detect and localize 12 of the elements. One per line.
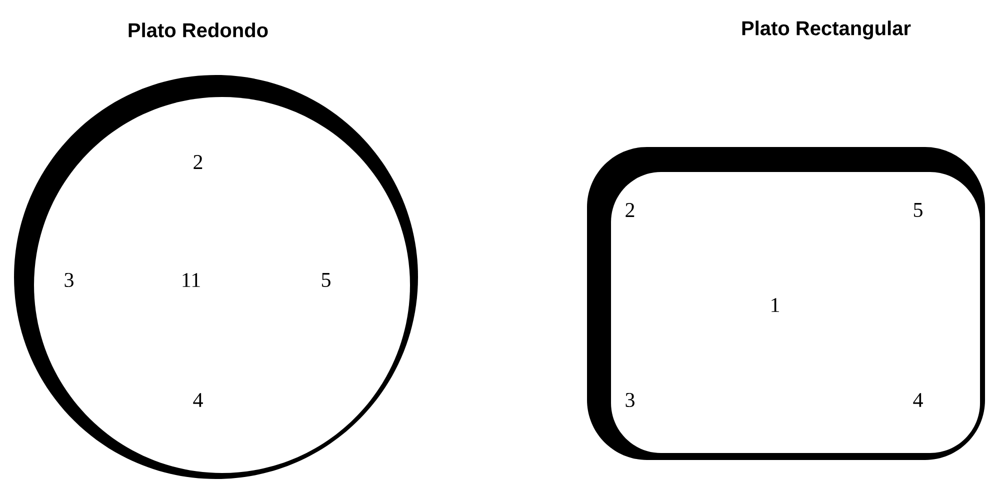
position-number: 4 (913, 393, 923, 407)
position-number: 4 (193, 393, 203, 407)
position-number: 5 (914, 203, 922, 217)
plate-title: Plato Rectangular (742, 20, 911, 40)
plate-title: Plato Redondo (128, 22, 268, 38)
position-number: 5 (322, 273, 330, 287)
position-number: 2 (194, 155, 202, 169)
position-number: 1 (772, 298, 779, 312)
position-number: 2 (626, 203, 634, 217)
position-number: 3 (64, 272, 74, 288)
position-number: 3 (626, 392, 634, 408)
position-number: 11 (182, 273, 200, 287)
